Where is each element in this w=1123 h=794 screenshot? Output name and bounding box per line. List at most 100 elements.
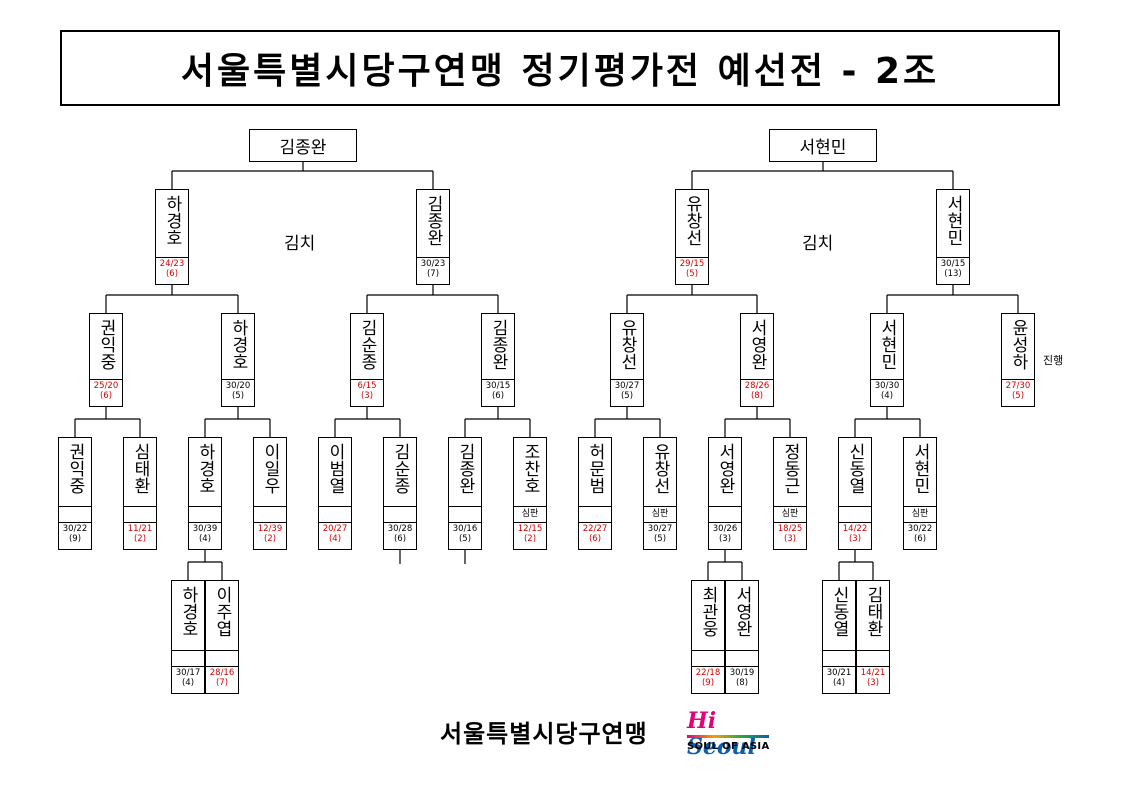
player-score: 30/23(7) xyxy=(417,257,449,284)
player-name: 하경호 xyxy=(195,443,215,494)
referee-tag xyxy=(839,506,871,523)
player-box: 하경호 30/20(5) xyxy=(221,313,255,407)
referee-tag xyxy=(172,650,204,667)
player-name: 김태환 xyxy=(863,586,883,637)
logo-color-bar xyxy=(687,735,769,738)
player-score: 30/39(4) xyxy=(189,522,221,549)
referee-tag xyxy=(59,506,91,523)
player-score: 30/27(5) xyxy=(611,379,643,406)
player-name: 김종완 xyxy=(455,443,475,494)
winner-box: 서현민 xyxy=(769,129,877,162)
player-name: 서영완 xyxy=(715,443,735,494)
player-name: 하경호 xyxy=(228,319,248,370)
player-name: 하경호 xyxy=(178,586,198,637)
player-name: 조찬호 xyxy=(520,443,540,494)
player-name: 정동근 xyxy=(780,443,800,494)
player-name: 김순종 xyxy=(390,443,410,494)
player-score: 30/27(5) xyxy=(644,522,676,549)
referee-tag xyxy=(124,506,156,523)
referee-tag: 심판 xyxy=(904,506,936,523)
player-name: 신동열 xyxy=(829,586,849,637)
kimchi-label-left: 김치 xyxy=(284,234,316,254)
player-name: 이범열 xyxy=(325,443,345,494)
player-name: 서영완 xyxy=(732,586,752,637)
logo-subtitle: SOUL OF ASIA xyxy=(687,741,770,752)
player-score: 12/15(2) xyxy=(514,522,546,549)
player-score: 6/15(3) xyxy=(351,379,383,406)
player-score: 30/19(8) xyxy=(726,666,758,693)
player-score: 14/22(3) xyxy=(839,522,871,549)
kimchi-label-right: 김치 xyxy=(802,234,834,254)
player-box: 신동열 30/21(4) xyxy=(822,580,856,694)
player-box: 하경호 30/39(4) xyxy=(188,437,222,550)
player-box: 서영완 30/26(3) xyxy=(708,437,742,550)
player-score: 28/26(8) xyxy=(741,379,773,406)
player-name: 이주엽 xyxy=(212,586,232,637)
player-name: 권익중 xyxy=(96,319,116,370)
player-name: 유창선 xyxy=(617,319,637,370)
referee-tag xyxy=(857,650,889,667)
player-score: 30/16(5) xyxy=(449,522,481,549)
player-box: 유창선 30/27(5) xyxy=(610,313,644,407)
referee-tag xyxy=(709,506,741,523)
referee-tag xyxy=(823,650,855,667)
player-score: 30/15(6) xyxy=(482,379,514,406)
in-progress-label: 진행 xyxy=(1043,354,1064,367)
title-box: 서울특별시당구연맹 정기평가전 예선전 - 2조 xyxy=(60,30,1060,106)
player-score: 24/23(6) xyxy=(156,257,188,284)
player-box: 서영완 28/26(8) xyxy=(740,313,774,407)
player-score: 22/27(6) xyxy=(579,522,611,549)
player-box: 서영완 30/19(8) xyxy=(725,580,759,694)
player-score: 29/15(5) xyxy=(676,257,708,284)
player-name: 서현민 xyxy=(877,319,897,370)
player-score: 30/26(3) xyxy=(709,522,741,549)
referee-tag xyxy=(319,506,351,523)
hi-seoul-logo: Hi Seoul xyxy=(687,708,756,760)
player-score: 12/39(2) xyxy=(254,522,286,549)
referee-tag xyxy=(692,650,724,667)
player-name: 윤성하 xyxy=(1008,319,1028,370)
player-name: 심태환 xyxy=(130,443,150,494)
player-name: 최관웅 xyxy=(698,586,718,637)
player-score: 30/22(6) xyxy=(904,522,936,549)
player-box: 이범열 20/27(4) xyxy=(318,437,352,550)
footer-org-name: 서울특별시당구연맹 xyxy=(440,720,648,748)
referee-tag xyxy=(726,650,758,667)
referee-tag xyxy=(579,506,611,523)
player-name: 김종완 xyxy=(423,195,443,246)
player-box: 김종완 30/23(7) xyxy=(416,189,450,285)
player-score: 18/25(3) xyxy=(774,522,806,549)
referee-tag xyxy=(384,506,416,523)
player-name: 유창선 xyxy=(650,443,670,494)
player-score: 30/15(13) xyxy=(937,257,969,284)
player-score: 20/27(4) xyxy=(319,522,351,549)
player-name: 신동열 xyxy=(845,443,865,494)
player-box: 윤성하 27/30(5) xyxy=(1001,313,1035,407)
page-title: 서울특별시당구연맹 정기평가전 예선전 - 2조 xyxy=(180,51,940,92)
referee-tag xyxy=(189,506,221,523)
player-name: 유창선 xyxy=(682,195,702,246)
player-score: 30/20(5) xyxy=(222,379,254,406)
player-name: 서영완 xyxy=(747,319,767,370)
player-score: 30/21(4) xyxy=(823,666,855,693)
player-name: 김순종 xyxy=(357,319,377,370)
referee-tag: 심판 xyxy=(644,506,676,523)
player-box: 신동열 14/22(3) xyxy=(838,437,872,550)
player-score: 30/22(9) xyxy=(59,522,91,549)
player-score: 27/30(5) xyxy=(1002,379,1034,406)
player-score: 22/18(9) xyxy=(692,666,724,693)
player-name: 서현민 xyxy=(910,443,930,494)
